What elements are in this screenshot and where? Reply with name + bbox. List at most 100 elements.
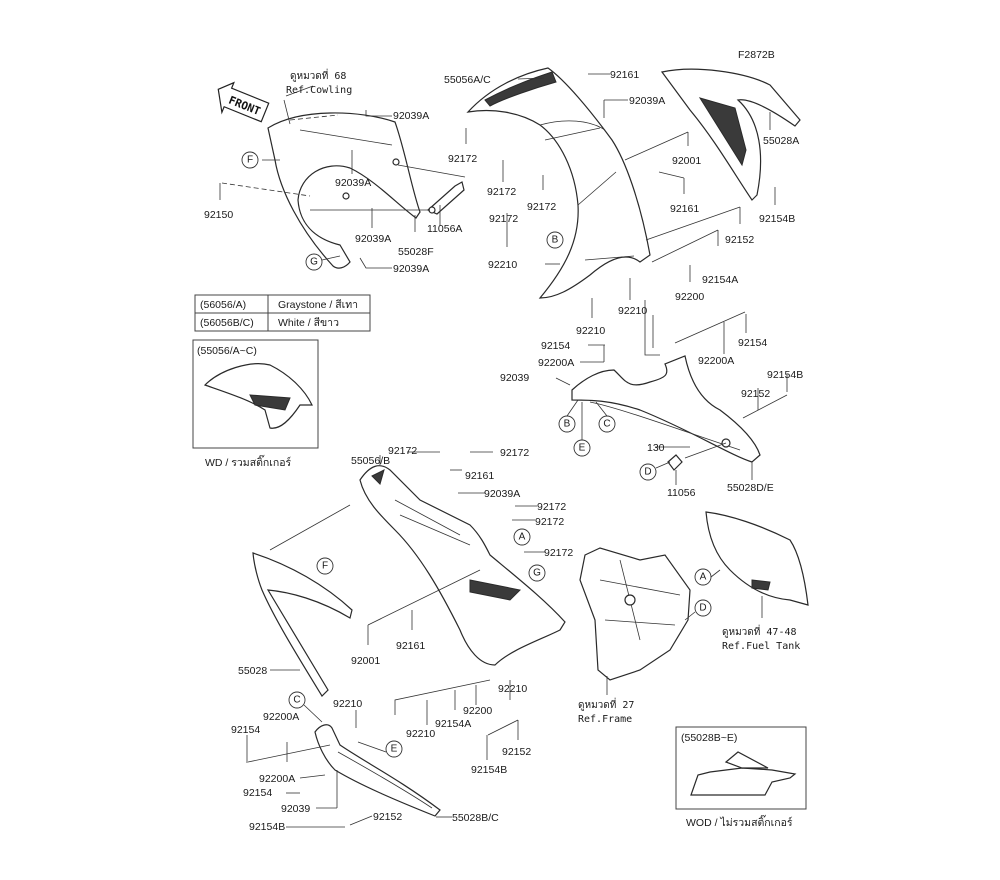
part-label: 92210 bbox=[488, 259, 517, 271]
ref-cowling: ดูหมวดที่ 68 Ref.Cowling bbox=[283, 68, 352, 125]
front-arrow-icon: FRONT bbox=[217, 81, 270, 123]
part-label: 55028F bbox=[398, 246, 434, 258]
callout-circle bbox=[546, 231, 564, 249]
part-label: 92161 bbox=[610, 69, 639, 81]
part-label: 92001 bbox=[672, 155, 701, 167]
callout-label: D bbox=[644, 467, 651, 478]
fuel-tank-ref: ดูหมวดที่ 47-48 Ref.Fuel Tank bbox=[705, 511, 809, 652]
side-panel-55028A[interactable] bbox=[660, 68, 801, 201]
part-label: 55056/B bbox=[351, 455, 390, 467]
part-label: 92161 bbox=[396, 640, 425, 652]
part-label: 55028 bbox=[238, 665, 267, 677]
callout-label: F bbox=[247, 155, 253, 166]
part-label: 92001 bbox=[351, 655, 380, 667]
stay-11056A[interactable] bbox=[426, 181, 465, 215]
part-label: 92172 bbox=[500, 447, 529, 459]
callout-circle bbox=[694, 599, 712, 617]
part-label: 92172 bbox=[489, 213, 518, 225]
inset-caption: WOD / ไม่รวมสติ๊กเกอร์ bbox=[686, 814, 793, 829]
callout-circle bbox=[528, 564, 546, 582]
side-fairing-55056B[interactable] bbox=[359, 465, 566, 666]
callout-label: B bbox=[552, 235, 559, 246]
ref-fuel-tank-en: Ref.Fuel Tank bbox=[722, 641, 800, 652]
part-label: 92172 bbox=[388, 445, 417, 457]
ref-cowling-thai: ดูหมวดที่ 68 bbox=[290, 68, 346, 82]
callout-label: A bbox=[700, 572, 707, 583]
part-label: 92152 bbox=[741, 388, 770, 400]
inset-title: (55056/A~C) bbox=[197, 345, 257, 357]
part-label: 55028D/E bbox=[727, 482, 774, 494]
part-label: 55028B/C bbox=[452, 812, 499, 824]
part-label: 92161 bbox=[670, 203, 699, 215]
color-name: Graystone / สีเทา bbox=[278, 298, 358, 311]
part-label: 130 bbox=[647, 442, 665, 454]
part-label: 55056A/C bbox=[444, 74, 491, 86]
part-label: 92039A bbox=[355, 233, 391, 245]
callout-circle bbox=[241, 151, 259, 169]
part-label: 92172 bbox=[537, 501, 566, 513]
callout-label: C bbox=[293, 695, 300, 706]
part-label: 92200A bbox=[538, 357, 574, 369]
part-label: 92154B bbox=[249, 821, 285, 833]
inner-cowl-55028F[interactable] bbox=[267, 112, 421, 269]
part-label: 92161 bbox=[465, 470, 494, 482]
part-label: 92172 bbox=[544, 547, 573, 559]
part-label: 92154A bbox=[435, 718, 471, 730]
under-cowl-55028B-C[interactable] bbox=[314, 724, 441, 817]
callout-label: C bbox=[603, 419, 610, 430]
part-label: 92172 bbox=[527, 201, 556, 213]
part-label: 92200A bbox=[263, 711, 299, 723]
callout-circle bbox=[316, 557, 334, 575]
ref-fuel-tank-thai: ดูหมวดที่ 47-48 bbox=[722, 624, 797, 638]
part-label: 92152 bbox=[502, 746, 531, 758]
ref-frame-en: Ref.Frame bbox=[578, 714, 632, 725]
part-label: 92200A bbox=[259, 773, 295, 785]
part-label: 92154A bbox=[702, 274, 738, 286]
part-label: 11056A bbox=[427, 223, 462, 235]
callout-circle bbox=[513, 528, 531, 546]
part-label: 92039 bbox=[281, 803, 310, 815]
part-label: 92210 bbox=[618, 305, 647, 317]
inset-wod: (55028B~E) WOD / ไม่รวมสติ๊กเกอร์ bbox=[675, 726, 807, 829]
part-label: 92210 bbox=[576, 325, 605, 337]
callout-label: D bbox=[699, 603, 706, 614]
color-table: (56056/A) Graystone / สีเทา (56056B/C) W… bbox=[194, 294, 371, 332]
part-label: 92210 bbox=[406, 728, 435, 740]
under-cowl-55028D-E[interactable] bbox=[571, 355, 761, 471]
part-label: 92200 bbox=[463, 705, 492, 717]
callout-label: A bbox=[519, 532, 526, 543]
part-label: 92210 bbox=[498, 683, 527, 695]
callout-circle bbox=[639, 463, 657, 481]
part-label: 92152 bbox=[373, 811, 402, 823]
part-label: 92200 bbox=[675, 291, 704, 303]
part-label: 92150 bbox=[204, 209, 233, 221]
panel-55028[interactable] bbox=[252, 552, 353, 697]
part-label: 92152 bbox=[725, 234, 754, 246]
part-label: 92154B bbox=[767, 369, 803, 381]
part-label: 92039A bbox=[393, 110, 429, 122]
part-label: 92200A bbox=[698, 355, 734, 367]
part-label: 92039A bbox=[484, 488, 520, 500]
part-label: 92154B bbox=[759, 213, 795, 225]
part-label: 92039 bbox=[500, 372, 529, 384]
side-fairing-55056A-C[interactable] bbox=[466, 67, 651, 299]
ref-frame-thai: ดูหมวดที่ 27 bbox=[578, 697, 634, 711]
frame-ref: ดูหมวดที่ 27 Ref.Frame bbox=[578, 547, 691, 725]
part-label: 11056 bbox=[667, 487, 696, 499]
part-label: 92154 bbox=[243, 787, 272, 799]
callout-label: B bbox=[564, 419, 571, 430]
callout-label: F bbox=[322, 561, 328, 572]
inset-caption: WD / รวมสติ๊กเกอร์ bbox=[205, 454, 292, 469]
part-label: 92172 bbox=[535, 516, 564, 528]
part-label: 92172 bbox=[448, 153, 477, 165]
inset-wd: (55056/A~C) WD / รวมสติ๊กเกอร์ bbox=[192, 339, 319, 469]
diagram-code: F2872B bbox=[738, 49, 775, 61]
color-name: White / สีขาว bbox=[278, 316, 339, 329]
callout-circle bbox=[288, 691, 306, 709]
part-label: 92210 bbox=[333, 698, 362, 710]
callout-label: E bbox=[391, 744, 398, 755]
color-code: (56056/A) bbox=[200, 299, 246, 311]
part-label: 55028A bbox=[763, 135, 799, 147]
callout-label: E bbox=[579, 443, 586, 454]
